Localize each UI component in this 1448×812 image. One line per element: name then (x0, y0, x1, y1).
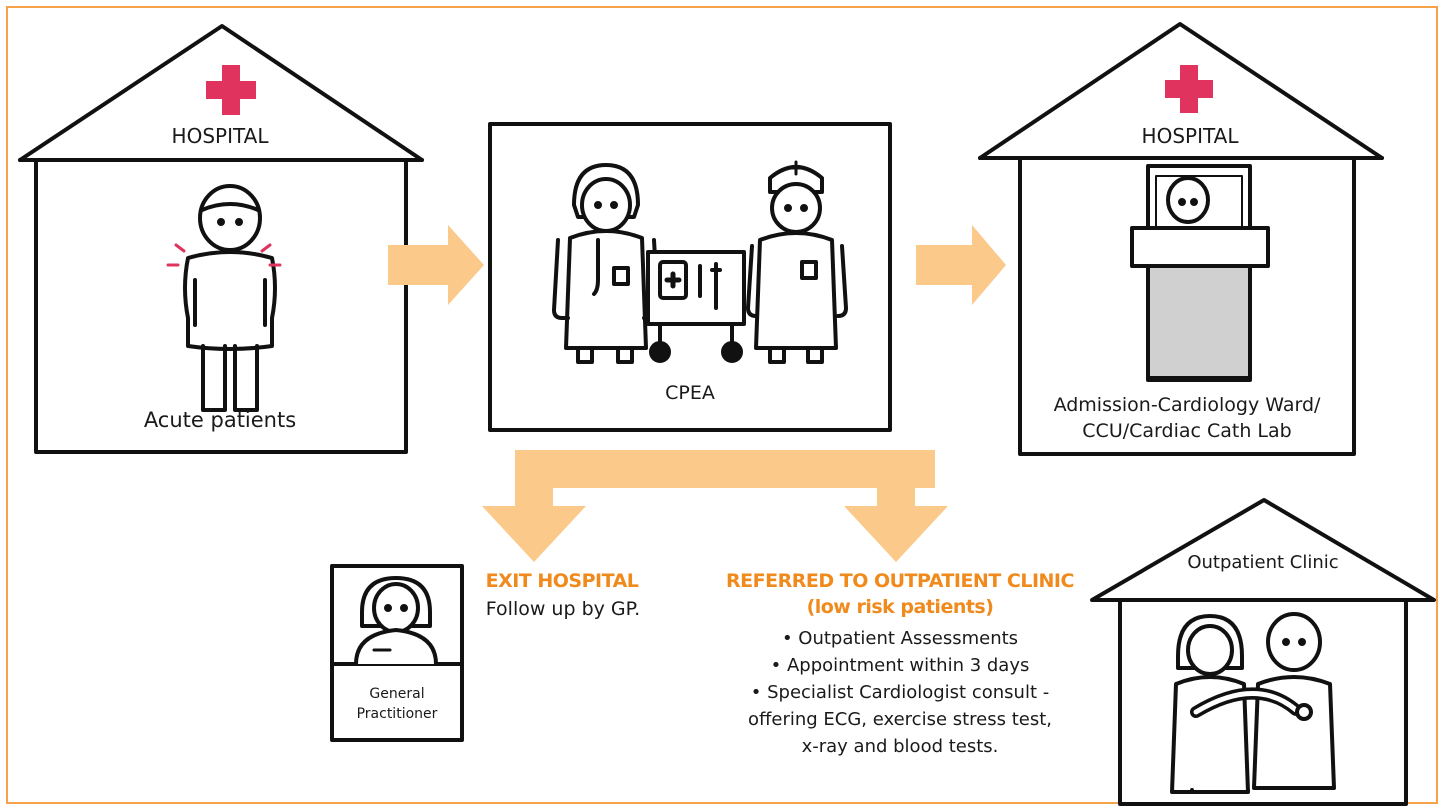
arrow-icon (916, 225, 1006, 305)
referral-bullet-2: • Appointment within 3 days (770, 655, 1030, 676)
referral-bullet-3: • Specialist Cardiologist consult - (750, 682, 1050, 703)
patient-figure-icon (1190, 612, 1336, 790)
hospital-right-sign: HOSPITAL (1141, 124, 1239, 148)
referral-bullet-1: • Outpatient Assessments (781, 628, 1019, 649)
gp-label-line2: Practitioner (356, 706, 438, 722)
outpatient-clinic-sign: Outpatient Clinic (1187, 552, 1339, 573)
gp-figure-icon (354, 576, 438, 666)
referral-bullet-5: x-ray and blood tests. (801, 736, 999, 757)
doctor-figure-icon (1170, 614, 1250, 794)
exit-hospital-heading: EXIT HOSPITAL (485, 570, 639, 592)
exit-hospital-text: Follow up by GP. (485, 598, 641, 620)
admission-caption-line2: CCU/Cardiac Cath Lab (1082, 420, 1292, 442)
admission-caption-line1: Admission-Cardiology Ward/ (1053, 394, 1321, 416)
gp-label-line1: General (369, 686, 425, 702)
doctor-figure-icon (552, 163, 660, 364)
hospital-bed-icon (1130, 164, 1270, 382)
hospital-left-sign: HOSPITAL (171, 124, 269, 148)
medical-cross-icon (1165, 65, 1213, 113)
split-arrow-icon (482, 450, 948, 562)
nurse-figure-icon (746, 160, 848, 364)
cpea-caption: CPEA (665, 382, 715, 404)
referral-bullet-4: offering ECG, exercise stress test, (747, 709, 1053, 730)
medical-cross-icon (206, 65, 256, 115)
diagram-frame (6, 6, 1438, 804)
referral-heading: REFERRED TO OUTPATIENT CLINIC (726, 570, 1074, 592)
arrow-icon (388, 225, 484, 305)
patient-figure-icon (166, 184, 282, 412)
acute-patients-caption: Acute patients (143, 408, 297, 432)
medical-cart-icon (646, 250, 746, 363)
referral-subheading: (low risk patients) (806, 596, 994, 618)
